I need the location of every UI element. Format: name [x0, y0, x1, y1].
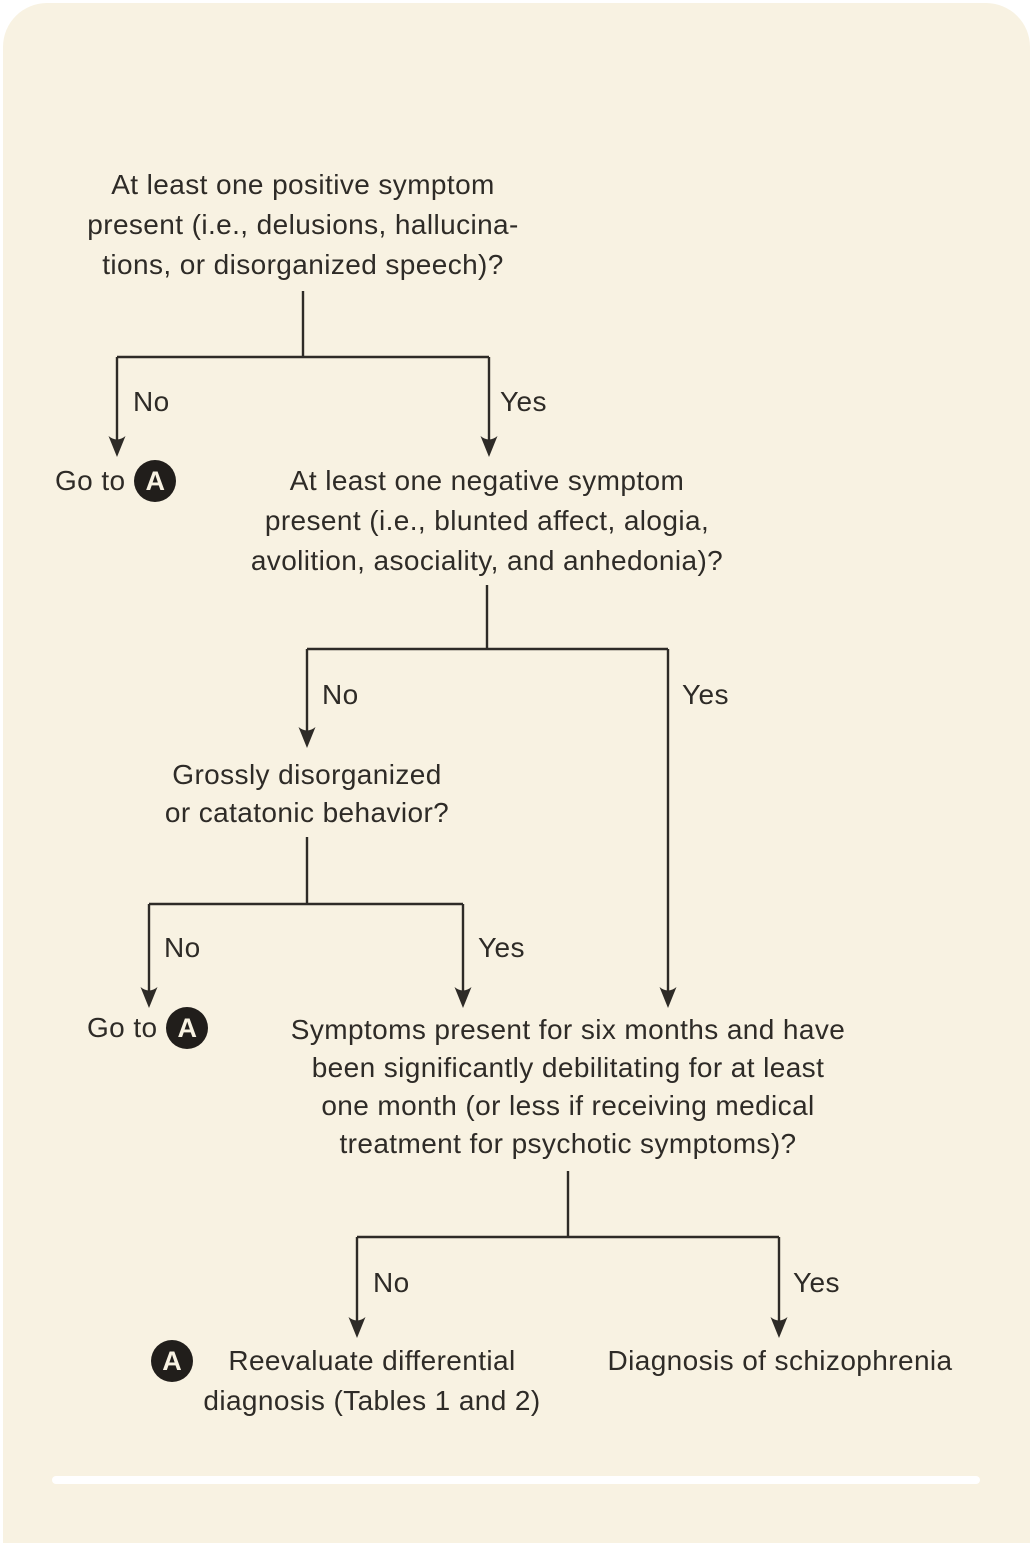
badge-a-icon: A — [166, 1007, 209, 1049]
question-line: treatment for psychotic symptoms)? — [339, 1128, 797, 1159]
arrow-down-icon — [108, 436, 126, 457]
result-schizophrenia: Diagnosis of schizophrenia — [607, 1345, 953, 1376]
badge-a-icon: A — [134, 460, 177, 502]
goto-label: Go to — [87, 1012, 158, 1043]
question-line: At least one positive symptom — [111, 169, 495, 200]
branch2-connector — [298, 585, 677, 1008]
question-negative-symptom: At least one negative symptom present (i… — [251, 461, 723, 581]
question-line: tions, or disorganized speech)? — [102, 249, 504, 280]
question-line: avolition, asociality, and anhedonia)? — [250, 545, 724, 576]
result-line: Reevaluate differential — [228, 1345, 516, 1376]
flowchart-connectors — [108, 291, 788, 1338]
question-disorganized-behavior: Grossly disorganized or catatonic behavi… — [165, 756, 449, 832]
question-line: At least one negative symptom — [289, 465, 685, 496]
branch3-no-label: No — [164, 932, 201, 963]
branch1-yes-label: Yes — [500, 386, 547, 417]
flowchart-panel — [3, 3, 1030, 1543]
goto-label: Go to — [55, 465, 126, 496]
arrow-down-icon — [454, 987, 472, 1008]
arrow-down-icon — [140, 987, 158, 1008]
question-line: Grossly disorganized — [172, 759, 442, 790]
arrow-down-icon — [770, 1317, 788, 1338]
branch3-connector — [140, 837, 472, 1008]
branch1-no-label: No — [133, 386, 170, 417]
question-line: or catatonic behavior? — [164, 797, 450, 828]
bottom-divider — [52, 1476, 980, 1484]
result-reevaluate: Reevaluate differential diagnosis (Table… — [203, 1341, 540, 1421]
goto-a-node-2: Go to A — [87, 1007, 209, 1049]
arrow-down-icon — [480, 436, 498, 457]
question-six-months: Symptoms present for six months and have… — [291, 1011, 845, 1163]
result-line: diagnosis (Tables 1 and 2) — [203, 1385, 541, 1416]
question-line: Symptoms present for six months and have — [290, 1014, 846, 1045]
arrow-down-icon — [298, 727, 316, 748]
question-line: present (i.e., delusions, hallucina- — [87, 209, 519, 240]
arrow-down-icon — [659, 987, 677, 1008]
branch4-yes-label: Yes — [793, 1267, 840, 1298]
branch1-connector — [108, 291, 498, 457]
question-positive-symptom: At least one positive symptom present (i… — [87, 165, 519, 285]
question-line: one month (or less if receiving medical — [321, 1090, 815, 1121]
question-line: present (i.e., blunted affect, alogia, — [264, 505, 710, 536]
branch4-no-label: No — [373, 1267, 410, 1298]
branch2-no-label: No — [322, 679, 359, 710]
goto-a-node-1: Go to A — [55, 460, 177, 502]
arrow-down-icon — [348, 1317, 366, 1338]
branch3-yes-label: Yes — [478, 932, 525, 963]
badge-a-icon: A — [151, 1340, 193, 1382]
branch2-yes-label: Yes — [682, 679, 729, 710]
question-line: been significantly debilitating for at l… — [311, 1052, 825, 1083]
branch4-connector — [348, 1171, 788, 1338]
